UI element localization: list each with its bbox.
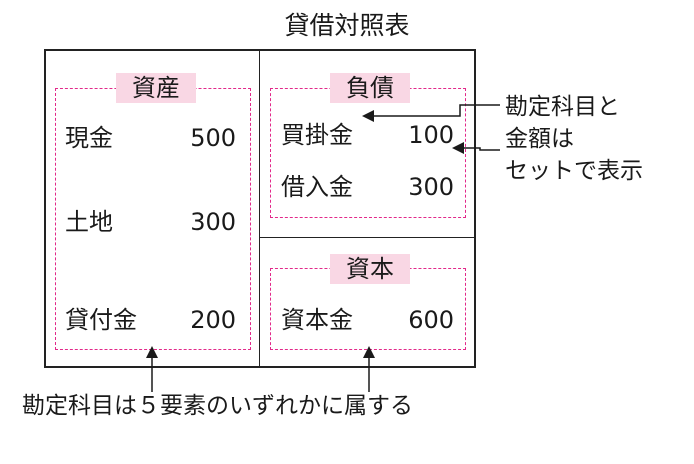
- assets-item-value: 300: [190, 208, 236, 236]
- assets-item-name: 貸付金: [65, 306, 137, 334]
- assets-item-value: 200: [190, 306, 236, 334]
- capital-item-value: 600: [408, 306, 454, 334]
- liabilities-item-value: 100: [408, 121, 454, 149]
- note-line-1: 勘定科目と: [505, 94, 620, 120]
- assets-item-name: 現金: [65, 124, 113, 152]
- sheet-title: 貸借対照表: [284, 11, 410, 40]
- liabilities-item-value: 300: [408, 173, 454, 201]
- note-line-2: 金額は: [505, 126, 574, 152]
- capital-label: 資本: [330, 254, 410, 284]
- arrow-to-item-value: [452, 142, 500, 154]
- arrow-to-item-name: [362, 104, 500, 122]
- assets-item-value: 500: [190, 124, 236, 152]
- assets-item-name: 土地: [65, 208, 113, 236]
- capital-item-name: 資本金: [281, 306, 353, 334]
- liabilities-item-name: 買掛金: [281, 121, 353, 149]
- liabilities-label: 負債: [330, 73, 410, 103]
- assets-label: 資産: [116, 73, 196, 103]
- liabilities-item-name: 借入金: [281, 173, 353, 201]
- center-divider: [259, 49, 260, 368]
- bottom-note: 勘定科目は５要素のいずれかに属する: [22, 393, 413, 419]
- note-line-3: セットで表示: [505, 158, 643, 184]
- right-divider: [259, 237, 476, 238]
- balance-sheet-frame: [44, 49, 476, 368]
